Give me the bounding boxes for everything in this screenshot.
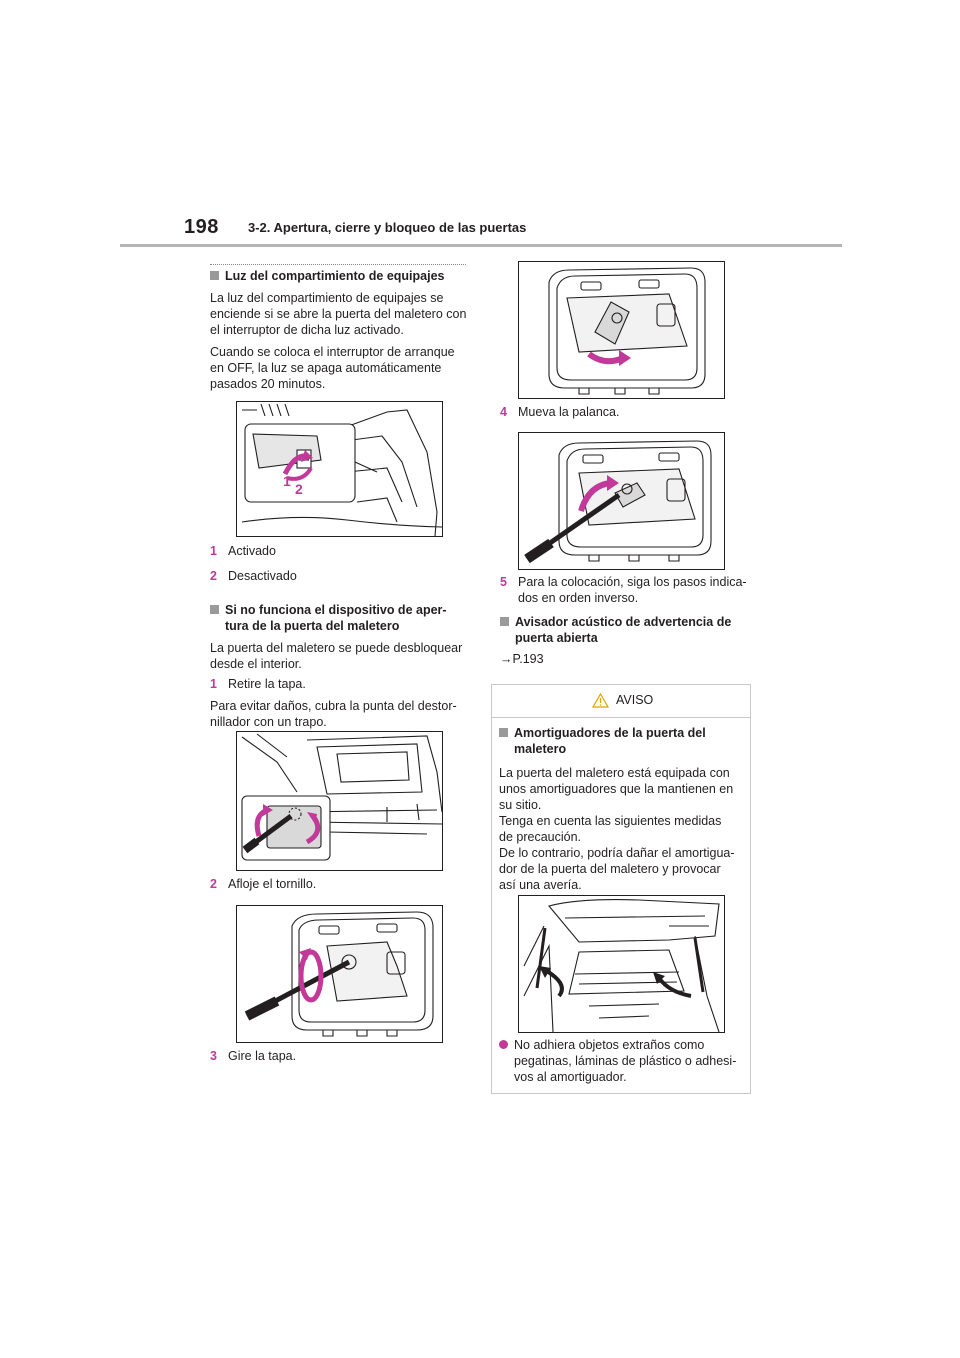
step-4: 4 Mueva la palanca. xyxy=(500,404,760,420)
figure-turn-cover xyxy=(518,261,725,399)
notice-title: AVISO xyxy=(616,693,654,707)
heading-square-icon xyxy=(210,605,219,614)
notice-paragraph-2: Tenga en cuenta las siguientes medidas d… xyxy=(499,814,722,844)
alarm-heading: Avisador acústico de advertencia de puer… xyxy=(500,614,760,646)
section-title: 3-2. Apertura, cierre y bloqueo de las p… xyxy=(248,220,527,235)
heading-square-icon xyxy=(499,728,508,737)
heading-square-icon xyxy=(500,617,509,626)
step-text: Afloje el tornillo. xyxy=(228,877,317,891)
door-section: Si no funciona el dispositivo de aper-tu… xyxy=(210,602,468,730)
item-text: Activado xyxy=(228,544,276,558)
luz-paragraph-2: Cuando se coloca el interruptor de arran… xyxy=(210,345,455,391)
loosen-screw-illustration xyxy=(244,911,434,1037)
notice-bullet: No adhiera objetos extraños como pegatin… xyxy=(499,1037,739,1085)
notice-bullet-row: No adhiera objetos extraños como pegatin… xyxy=(499,1037,739,1085)
figure-remove-cover xyxy=(236,731,443,871)
item-activado: 1 Activado xyxy=(210,543,468,559)
fig1-label-2: 2 xyxy=(295,481,303,497)
remove-cover-illustration xyxy=(241,733,442,861)
step-3: 3 Gire la tapa. xyxy=(210,1048,468,1064)
alarm-page-reference: →P.193 xyxy=(500,652,544,666)
bullet-dot-icon xyxy=(499,1040,508,1049)
page-number: 198 xyxy=(184,216,219,238)
luz-heading: Luz del compartimiento de equipajes xyxy=(210,268,468,284)
item-text: Desactivado xyxy=(228,569,297,583)
figure-loosen-screw xyxy=(236,905,443,1043)
figure-trunk-dampers xyxy=(518,895,725,1033)
step-text: Retire la tapa. xyxy=(228,677,306,691)
fig1-label-1: 1 xyxy=(283,473,291,489)
door-heading: Si no funciona el dispositivo de aper-tu… xyxy=(210,602,468,634)
luz-section: Luz del compartimiento de equipajes La l… xyxy=(210,268,468,392)
step-number: 5 xyxy=(500,575,507,589)
luz-items: 1 Activado 2 Desactivado xyxy=(210,543,468,584)
notice-heading-text: Amortiguadores de la puerta del maletero xyxy=(514,726,706,756)
warning-triangle-icon xyxy=(592,693,609,708)
step-3-row: 3 Gire la tapa. xyxy=(210,1048,468,1064)
step-4-row: 4 Mueva la palanca. xyxy=(500,404,760,420)
move-lever-illustration xyxy=(524,440,712,564)
step-number: 4 xyxy=(500,405,507,419)
alarm-section: Avisador acústico de advertencia de puer… xyxy=(500,614,760,667)
step-2-row: 2 Afloje el tornillo. xyxy=(210,876,468,892)
item-desactivado: 2 Desactivado xyxy=(210,568,468,584)
trunk-dampers-illustration xyxy=(523,899,720,1032)
figure-move-lever xyxy=(518,432,725,570)
step-number: 3 xyxy=(210,1049,217,1063)
step-5-row: 5 Para la colocación, siga los pasos ind… xyxy=(500,574,760,606)
luggage-light-illustration: 1 2 xyxy=(241,403,442,536)
item-number: 2 xyxy=(210,569,217,583)
notice-heading: Amortiguadores de la puerta del maletero xyxy=(499,725,737,757)
notice-body: Amortiguadores de la puerta del maletero… xyxy=(499,725,737,893)
door-paragraph-2: Para evitar daños, cubra la punta del de… xyxy=(210,699,457,729)
step-text: Gire la tapa. xyxy=(228,1049,297,1063)
notice-paragraph-3: De lo contrario, podría dañar el amortig… xyxy=(499,846,735,892)
item-number: 1 xyxy=(210,544,217,558)
notice-paragraph-1: La puerta del maletero está equipada con… xyxy=(499,766,734,812)
alarm-heading-text: Avisador acústico de advertencia de puer… xyxy=(515,615,732,645)
figure-luggage-light: 1 2 xyxy=(236,401,443,537)
luz-heading-text: Luz del compartimiento de equipajes xyxy=(225,269,445,283)
notice-header: AVISO xyxy=(492,685,750,718)
step-text: Para la colocación, siga los pasos indic… xyxy=(518,575,747,605)
step-number: 2 xyxy=(210,877,217,891)
door-paragraph-1: La puerta del maletero se puede desbloqu… xyxy=(210,641,463,671)
heading-square-icon xyxy=(210,271,219,280)
step-number: 1 xyxy=(210,677,217,691)
header-rule xyxy=(120,244,842,247)
luz-paragraph-1: La luz del compartimiento de equipajes s… xyxy=(210,291,467,337)
step-5: 5 Para la colocación, siga los pasos ind… xyxy=(500,574,760,606)
step-2: 2 Afloje el tornillo. xyxy=(210,876,468,892)
notice-bullet-text: No adhiera objetos extraños como pegatin… xyxy=(514,1038,737,1084)
notice-box: AVISO Amortiguadores de la puerta del ma… xyxy=(491,684,751,1094)
step-text: Mueva la palanca. xyxy=(518,405,620,419)
door-heading-text: Si no funciona el dispositivo de aper-tu… xyxy=(225,603,447,633)
turn-cover-illustration xyxy=(548,267,706,395)
heading-rule xyxy=(210,264,466,265)
step-1: 1 Retire la tapa. xyxy=(210,676,468,692)
